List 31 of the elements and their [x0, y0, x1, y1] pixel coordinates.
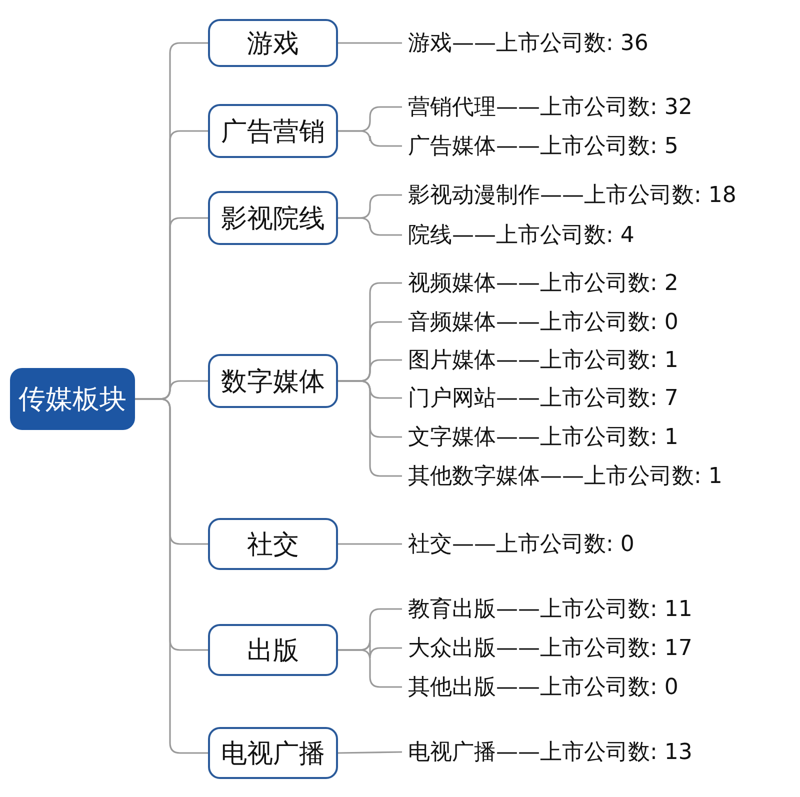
branch-text: 游戏——上市公司数: 36: [408, 28, 648, 58]
branch-text: 门户网站——上市公司数: 7: [408, 383, 678, 413]
branch-text: 图片媒体——上市公司数: 1: [408, 345, 678, 375]
branch-text: 营销代理——上市公司数: 32: [408, 92, 692, 122]
category-box: 数字媒体: [208, 354, 338, 408]
branch-text: 社交——上市公司数: 0: [408, 529, 634, 559]
branch-text: 文字媒体——上市公司数: 1: [408, 422, 678, 452]
branch-text: 电视广播——上市公司数: 13: [408, 737, 692, 767]
connector-line: [338, 380, 402, 477]
root-box: 传媒板块: [10, 368, 135, 430]
branch-text: 大众出版——上市公司数: 17: [408, 633, 692, 663]
category-box: 社交: [208, 518, 338, 570]
category-box: 影视院线: [208, 191, 338, 245]
branch-text: 音频媒体——上市公司数: 0: [408, 307, 678, 337]
category-box: 广告营销: [208, 104, 338, 158]
category-box: 游戏: [208, 19, 338, 67]
branch-text: 视频媒体——上市公司数: 2: [408, 268, 678, 298]
branch-text: 其他出版——上市公司数: 0: [408, 672, 678, 702]
branch-text: 教育出版——上市公司数: 11: [408, 594, 692, 624]
category-box: 出版: [208, 624, 338, 676]
branch-text: 广告媒体——上市公司数: 5: [408, 131, 678, 161]
branch-text: 影视动漫制作——上市公司数: 18: [408, 180, 736, 210]
connector-line: [338, 543, 402, 545]
connector-line: [338, 751, 402, 754]
branch-text: 院线——上市公司数: 4: [408, 220, 634, 250]
connector-line: [338, 130, 402, 147]
connector-line: [338, 217, 402, 236]
branch-text: 其他数字媒体——上市公司数: 1: [408, 461, 722, 491]
connector-line: [338, 42, 402, 44]
connector-line: [338, 649, 402, 688]
category-box: 电视广播: [208, 727, 338, 779]
